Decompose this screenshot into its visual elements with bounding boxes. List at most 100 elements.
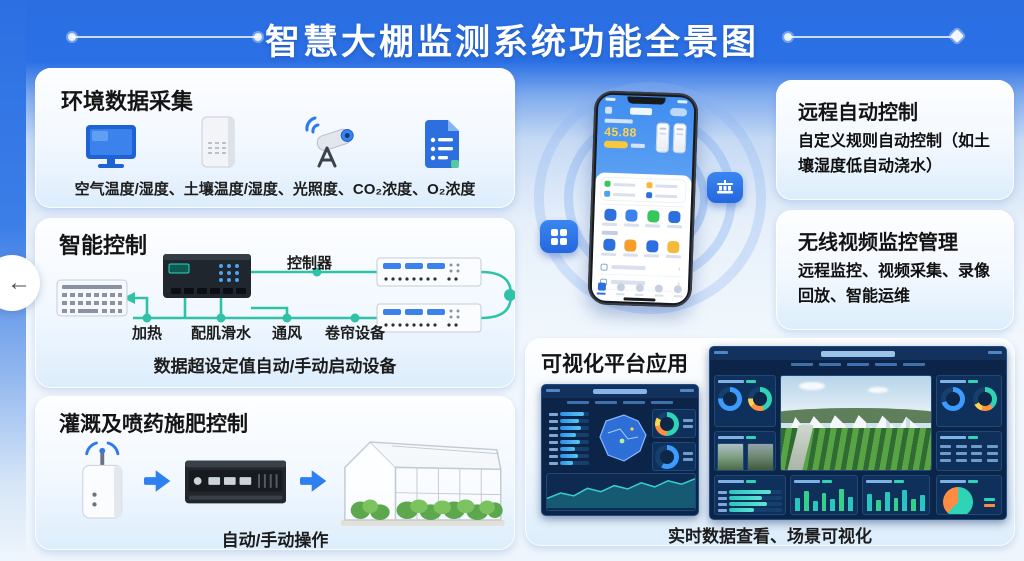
card-caption: 数据超设定值自动/手动启动设备 — [153, 357, 397, 376]
table-cell — [986, 452, 998, 455]
greenhouse-building-icon — [717, 180, 733, 194]
gauge-donut — [655, 411, 679, 436]
card-body-text: 远程监控、视频采集、录像回放、智能运维 — [798, 263, 991, 305]
gauge-panel — [652, 442, 696, 471]
chart-bar — [893, 497, 899, 511]
greenhouse-app-button — [707, 172, 743, 203]
card-caption: 空气温度/湿度、土壤温度/湿度、光照度、CO₂浓度、O₂浓度 — [74, 181, 476, 198]
chart-bar — [795, 497, 800, 511]
controller-device-icon — [163, 254, 251, 298]
arrow-right-icon — [143, 470, 170, 492]
dashboard-left-list — [546, 409, 592, 471]
gauge-panel — [714, 375, 776, 427]
table-cell — [940, 445, 951, 448]
chart-bar — [830, 499, 836, 511]
metric-row — [549, 447, 589, 451]
metric-row — [549, 440, 589, 444]
ripple-circle — [534, 82, 766, 314]
table-cell — [971, 452, 982, 455]
dashboard-screenshot-left — [541, 384, 699, 516]
monitor-icon — [86, 125, 136, 168]
control-diagram — [56, 254, 515, 333]
gauge-donut — [748, 387, 772, 411]
greenhouse-photo — [780, 375, 932, 471]
chart-bar — [867, 494, 872, 511]
pie-chart — [942, 487, 973, 514]
card-irrigation-control: 灌溉及喷药施肥控制 — [35, 396, 515, 550]
back-arrow-icon: ← — [7, 269, 31, 296]
dashboard-left-gauges — [652, 409, 696, 471]
water-tank-icons — [655, 120, 687, 154]
page-title: 智慧大棚监测系统功能全景图 — [264, 23, 759, 62]
phone-app-grid-row1 — [600, 208, 685, 229]
card-caption: 自动/手动操作 — [221, 531, 329, 550]
phone-screen: 45.88 — [591, 94, 695, 304]
deco-line-right — [784, 28, 965, 44]
metric-row — [549, 454, 589, 458]
phone-home-indicator — [623, 297, 656, 302]
progress-row — [718, 490, 782, 494]
progress-row — [718, 502, 782, 506]
camera-thumbnail — [746, 443, 774, 470]
card-visualization-platform: 可视化平台应用 — [525, 338, 1015, 546]
phone-notch — [627, 96, 666, 105]
arrow-right-icon — [300, 470, 327, 492]
table-cell — [971, 445, 982, 448]
gauge-panel — [652, 409, 696, 438]
app-grid-button — [540, 220, 578, 253]
chart-bar — [812, 501, 818, 511]
pie-chart-panel — [936, 475, 1002, 515]
progress-panel — [714, 475, 786, 515]
carousel-back-button[interactable]: ← — [0, 255, 40, 311]
dashboard-map — [594, 409, 650, 471]
chart-bar — [902, 489, 908, 511]
table-panel — [936, 431, 1002, 471]
card-title: 智能控制 — [59, 233, 148, 258]
phone-hero: 45.88 — [597, 113, 694, 154]
device-label-watering: 配肌滑水 — [191, 325, 252, 342]
chart-bar — [839, 489, 845, 511]
table-cell — [955, 459, 967, 462]
table-cell — [986, 445, 998, 448]
card-title: 灌溉及喷药施肥控制 — [59, 413, 248, 436]
relay-rack-icon — [376, 303, 482, 333]
progress-row — [718, 496, 782, 500]
card-remote-auto-control: 远程自动控制 自定义规则自动控制（如土壤湿度低自动浇水） — [776, 80, 1014, 200]
table-cell — [986, 459, 998, 462]
gauge-panel — [936, 375, 1002, 427]
grid-icon — [551, 228, 567, 245]
metric-row — [549, 426, 589, 430]
device-label-roller-blind: 卷帘设备 — [325, 325, 386, 342]
camera-thumbnail — [716, 443, 744, 470]
phone-quick-menu — [600, 177, 686, 203]
metric-row — [549, 433, 589, 437]
chart-bar — [821, 493, 827, 511]
device-label-ventilation: 通风 — [272, 325, 303, 342]
card-video-monitoring: 无线视频监控管理 远程监控、视频采集、录像回放、智能运维 — [776, 210, 1014, 330]
bar-chart-panel — [862, 475, 930, 515]
metric-row — [549, 461, 589, 465]
gauge-donut — [718, 387, 742, 411]
phone-content-sheet: › › — [591, 172, 692, 304]
phone-hero-value: 45.88 — [604, 124, 638, 140]
table-cell — [955, 445, 967, 448]
card-intelligent-control: 智能控制 — [35, 218, 515, 388]
chart-bar — [803, 490, 809, 511]
progress-row — [718, 508, 782, 512]
section-label-placeholder — [601, 230, 618, 236]
card-title: 无线视频监控管理 — [798, 232, 958, 254]
toggle-pill — [669, 107, 688, 117]
card-env-data-collection: 环境数据采集 — [35, 68, 515, 208]
dashboard-left-wave — [546, 473, 696, 511]
chart-bar — [884, 491, 890, 511]
table-cell — [955, 452, 967, 455]
chart-bar — [920, 495, 926, 511]
wireless-camera-icon — [305, 116, 354, 168]
sensor-box-icon — [201, 116, 235, 168]
gauge-donut — [655, 444, 679, 469]
chart-bar — [848, 496, 854, 511]
chart-bar — [875, 500, 881, 511]
keyboard-icon — [56, 279, 128, 317]
table-cell — [971, 459, 982, 462]
